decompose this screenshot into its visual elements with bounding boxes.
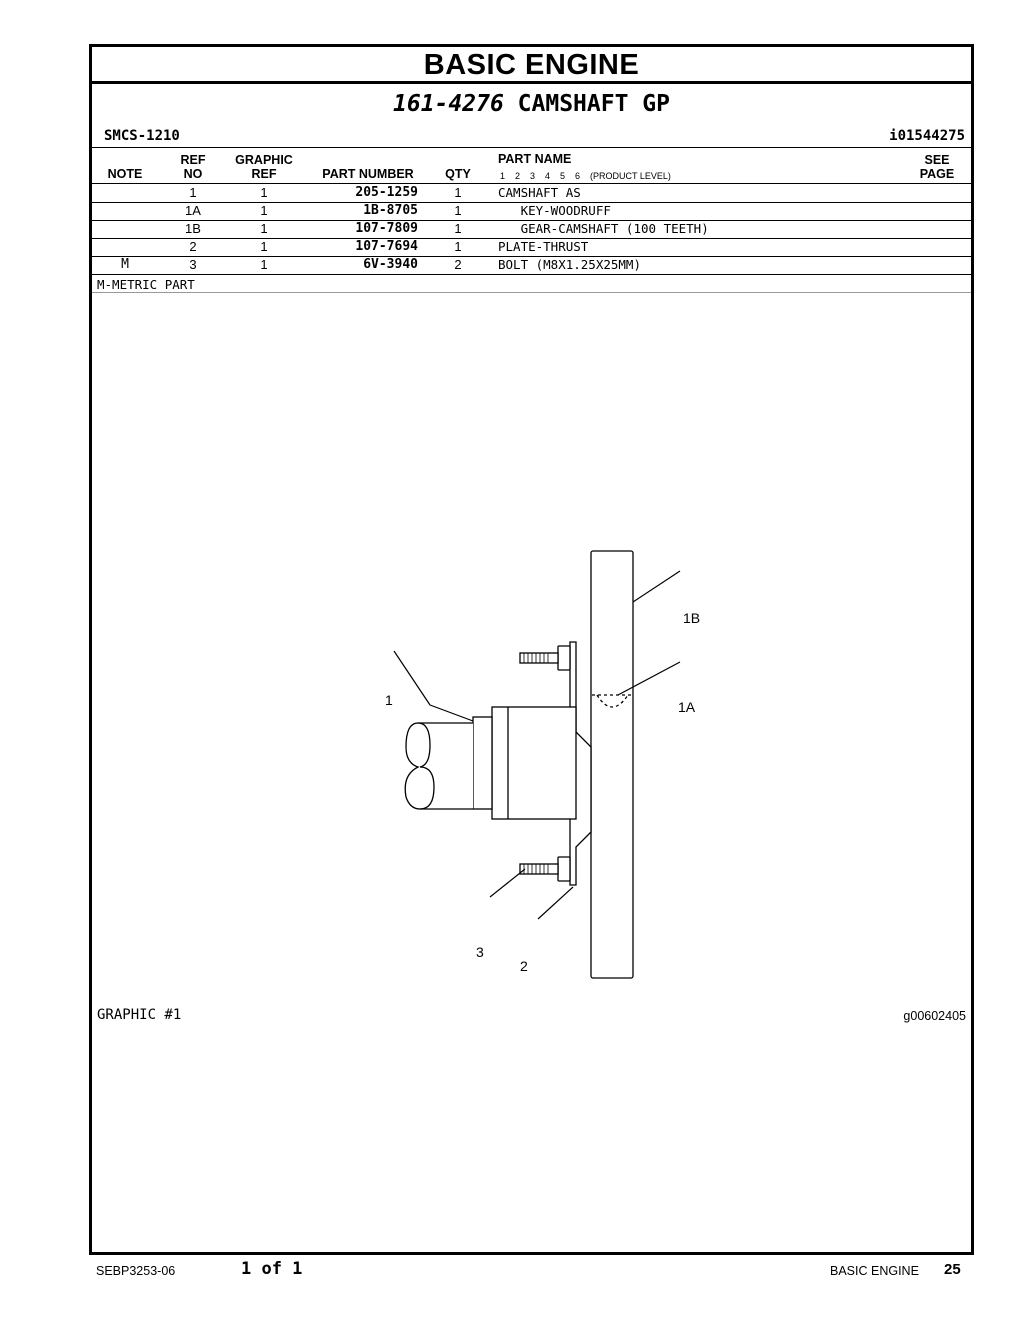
row-part-number[interactable]: 1B-8705 [363, 203, 418, 218]
bolt-shank-lower [519, 863, 559, 875]
row-qty: 1 [454, 239, 462, 254]
leader-1b [632, 570, 681, 603]
graphic-id: g00602405 [903, 1009, 966, 1023]
row-ref-no: 1 [189, 185, 197, 200]
row-graphic-ref: 1 [260, 185, 268, 200]
leader-1a [617, 661, 681, 696]
bolt-head-upper [557, 645, 571, 671]
camshaft-lobes [404, 722, 473, 810]
footer-page-number: 25 [944, 1261, 961, 1278]
header-top-rule [92, 147, 971, 148]
row-graphic-ref: 1 [260, 257, 268, 272]
leader-3 [489, 868, 526, 898]
smcs-code: SMCS-1210 [104, 128, 180, 144]
page-frame: BASIC ENGINE 161-4276 CAMSHAFT GP SMCS-1… [89, 44, 974, 1255]
row-part-number[interactable]: 6V-3940 [363, 257, 418, 272]
qty-header: QTY [445, 167, 471, 181]
row-part-number[interactable]: 107-7694 [355, 239, 418, 254]
callout-1: 1 [385, 692, 393, 708]
product-level-text: 1 2 3 4 5 6 (PRODUCT LEVEL) [500, 171, 671, 181]
row-part-number[interactable]: 107-7809 [355, 221, 418, 236]
part-number-header: PART NUMBER [322, 167, 414, 181]
table-row: 1 1 205-1259 1 CAMSHAFT AS [92, 184, 971, 203]
bolt-head-lower [557, 856, 571, 882]
camshaft-hub [491, 706, 577, 820]
ref-no-header-line2: NO [183, 167, 203, 181]
row-qty: 1 [454, 221, 462, 236]
callout-1b: 1B [683, 610, 700, 626]
row-part-number[interactable]: 205-1259 [355, 185, 418, 200]
footer-page-count: 1 of 1 [241, 1259, 303, 1279]
row-part-name: BOLT (M8X1.25X25MM) [498, 257, 641, 272]
row-qty: 1 [454, 203, 462, 218]
notes-rule [92, 292, 971, 293]
row-ref-no: 3 [189, 257, 197, 272]
row-qty: 2 [454, 257, 462, 272]
camshaft-exploded-drawing: 1B 1A 1 3 2 [385, 550, 700, 979]
ref-no-header: REF NO [165, 153, 221, 181]
header-bottom-rule [92, 183, 971, 184]
leader-1 [429, 704, 474, 722]
metric-note: M-METRIC PART [97, 277, 195, 292]
row-ref-no: 1B [185, 221, 201, 236]
see-page-header: SEE PAGE [912, 153, 962, 181]
row-graphic-ref: 1 [260, 203, 268, 218]
row-note: M [121, 257, 129, 272]
group-number: 161-4276 [393, 91, 504, 117]
thrust-plate-shape [569, 641, 592, 886]
row-ref-no: 2 [189, 239, 197, 254]
product-level-scale: 1 2 3 4 5 6 (PRODUCT LEVEL) [500, 171, 671, 181]
footer-doc-number: SEBP3253-06 [96, 1264, 176, 1278]
callout-3: 3 [476, 944, 484, 960]
leader-2 [537, 886, 574, 920]
footer-section: BASIC ENGINE [830, 1264, 919, 1278]
graphic-ref-header-line1: GRAPHIC [235, 153, 293, 167]
row-part-name: KEY-WOODRUFF [498, 203, 611, 218]
ref-no-header-line1: REF [180, 153, 206, 167]
table-row: 1A 1 1B-8705 1 KEY-WOODRUFF [92, 202, 971, 221]
note-header: NOTE [107, 167, 143, 181]
row-part-name: GEAR-CAMSHAFT (100 TEETH) [498, 221, 709, 236]
row-qty: 1 [454, 185, 462, 200]
see-page-header-line2: PAGE [919, 167, 955, 181]
row-graphic-ref: 1 [260, 239, 268, 254]
bolt-shank-upper [519, 652, 559, 664]
group-title: 161-4276 CAMSHAFT GP [92, 91, 971, 117]
woodruff-key-shape [596, 694, 629, 708]
table-row: 1B 1 107-7809 1 GEAR-CAMSHAFT (100 TEETH… [92, 220, 971, 239]
section-title: BASIC ENGINE [92, 47, 971, 84]
callout-2: 2 [520, 958, 528, 974]
group-name: CAMSHAFT GP [517, 91, 670, 117]
see-page-header-line1: SEE [924, 153, 950, 167]
part-name-header: PART NAME [498, 152, 572, 166]
table-row: M 3 1 6V-3940 2 BOLT (M8X1.25X25MM) [92, 256, 971, 275]
row-part-name: CAMSHAFT AS [498, 185, 581, 200]
callout-1a: 1A [678, 699, 696, 715]
camshaft-collar [472, 716, 493, 810]
gear-camshaft-shape [590, 550, 634, 979]
graphic-ref-header-line2: REF [251, 167, 277, 181]
graphic-label: GRAPHIC #1 [97, 1007, 182, 1023]
row-graphic-ref: 1 [260, 221, 268, 236]
illustration-id: i01544275 [889, 128, 965, 144]
row-part-name: PLATE-THRUST [498, 239, 589, 254]
table-row: 2 1 107-7694 1 PLATE-THRUST [92, 238, 971, 257]
graphic-ref-header: GRAPHIC REF [230, 153, 298, 181]
row-ref-no: 1A [185, 203, 201, 218]
